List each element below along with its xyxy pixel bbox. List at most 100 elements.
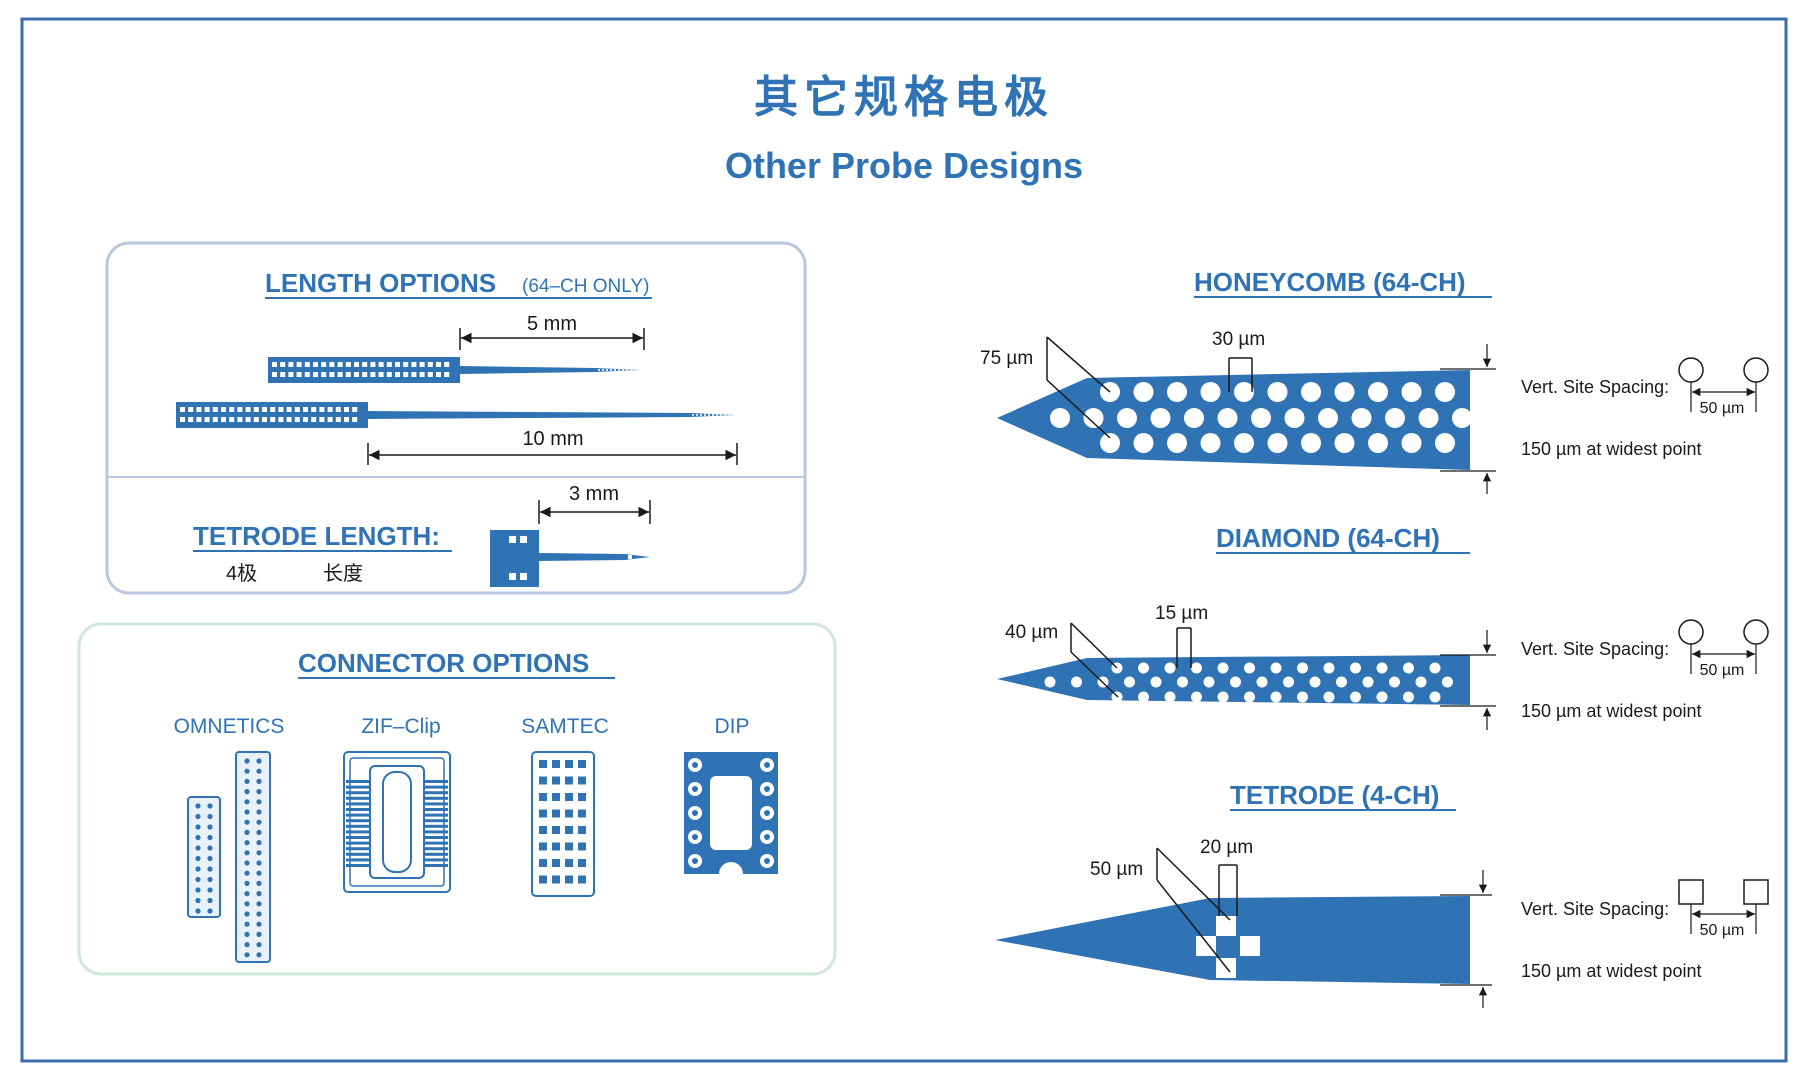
connector-options-heading: CONNECTOR OPTIONS [298,648,589,678]
honeycomb-site [1251,408,1271,428]
diamond-site [1336,676,1347,688]
diamond-site [1138,662,1149,674]
connector-pad [321,372,327,377]
zif-lead [346,802,376,806]
connector-pad [313,372,318,377]
diamond-site [1256,676,1268,688]
samtec-pin [552,793,560,801]
connector-pad [288,372,294,377]
spacing-site-outline [1743,619,1769,645]
spacing-site-outline [1743,357,1769,383]
omnetics-pin [244,891,250,897]
honeycomb-site [1435,433,1455,453]
tetrode-length-label-a: 4极 [226,562,257,585]
samtec-pin [552,842,560,851]
diamond-site [1429,662,1441,674]
zif-lead [418,824,448,828]
honeycomb-sites [1050,382,1472,453]
samtec-connector-icon [531,751,595,897]
connector-pad [262,407,267,412]
samtec-pin [539,842,547,851]
honeycomb-site [1318,408,1338,428]
zif-lead [346,836,376,839]
connector-panel-border [77,622,837,976]
omnetics-pin [256,778,262,785]
diamond-site [1217,691,1229,703]
connector-pad [313,362,318,367]
diamond-spacing-glyph [1678,619,1769,674]
diamond-design: DIAMOND (64-CH) 40 µm 15 µm Vert. Site S… [997,523,1769,730]
honeycomb-site-gap: 30 µm [1212,329,1265,350]
dip-hole-center [692,834,698,840]
honeycomb-spacing-label: Vert. Site Spacing: [1521,377,1669,397]
diamond-site [1350,691,1361,703]
connector-pad [344,407,349,412]
connector-pad [335,417,341,422]
samtec-pin [578,809,586,818]
omnetics-pin [256,952,262,958]
connector-pad [296,372,302,377]
diamond-site [1164,691,1176,703]
omnetics-pin [244,942,250,948]
probe-5mm-connector [268,357,460,383]
diamond-site-diameter: 40 µm [1005,622,1058,643]
connector-pad [327,417,333,422]
diamond-site [1376,691,1388,703]
omnetics-pin [244,789,250,795]
connector-pad [294,407,300,412]
tetrode-heading: TETRODE (4-CH) [1230,780,1439,810]
honeycomb-site [1284,408,1305,428]
omnetics-pin [244,809,250,815]
connector-pad [229,407,235,412]
connector-pad [436,362,441,367]
omnetics-pin [195,803,201,809]
zif-lead [346,824,376,828]
dip-hole-center [764,762,770,768]
connector-options-panel: CONNECTOR OPTIONS OMNETICS ZIF–Clip SAMT… [77,622,837,976]
omnetics-pin [207,887,213,893]
connector-pad [378,372,384,377]
omnetics-pin [244,911,250,917]
diamond-site [1150,676,1162,688]
zif-lead [346,852,376,856]
zif-lead [418,791,448,795]
omnetics-pin [256,870,262,876]
samtec-pin [565,859,573,867]
honeycomb-site [1267,433,1288,453]
connector-pad [427,362,433,367]
tetrode-site [1216,916,1236,936]
diamond-site [1403,662,1414,674]
omnetics-pin [256,942,262,948]
connector-pad [345,362,351,367]
dim-3mm-label: 3 mm [569,483,619,505]
honeycomb-site [1050,408,1070,428]
length-panel-border [105,241,807,595]
tetrode-site [1196,936,1216,956]
diamond-site [1164,662,1176,674]
samtec-pin [539,760,547,768]
omnetics-pin [207,845,213,851]
spacing-site-outline [1678,619,1704,645]
honeycomb-width-note: 150 µm at widest point [1521,439,1701,459]
spacing-site-outline [1678,879,1704,905]
connector-pad [253,407,259,412]
connector-pad [262,417,267,422]
connector-pad [278,407,284,412]
honeycomb-site [1401,382,1422,402]
samtec-pin [578,842,586,851]
tetrode-length-heading: TETRODE LENGTH: [193,521,440,551]
omnetics-pin [256,891,262,897]
connector-pad [286,417,292,422]
zif-lead [418,830,448,834]
omnetics-pin [244,799,250,805]
omnetics-pin [207,876,213,883]
samtec-pin [565,875,573,884]
honeycomb-site [1435,382,1455,402]
honeycomb-site [1385,408,1405,428]
connector-pad [296,362,302,367]
omnetics-pin [195,908,201,914]
omnetics-pin [244,850,250,856]
probe-5mm-shank [460,366,640,374]
outer-frame [20,17,1788,1063]
